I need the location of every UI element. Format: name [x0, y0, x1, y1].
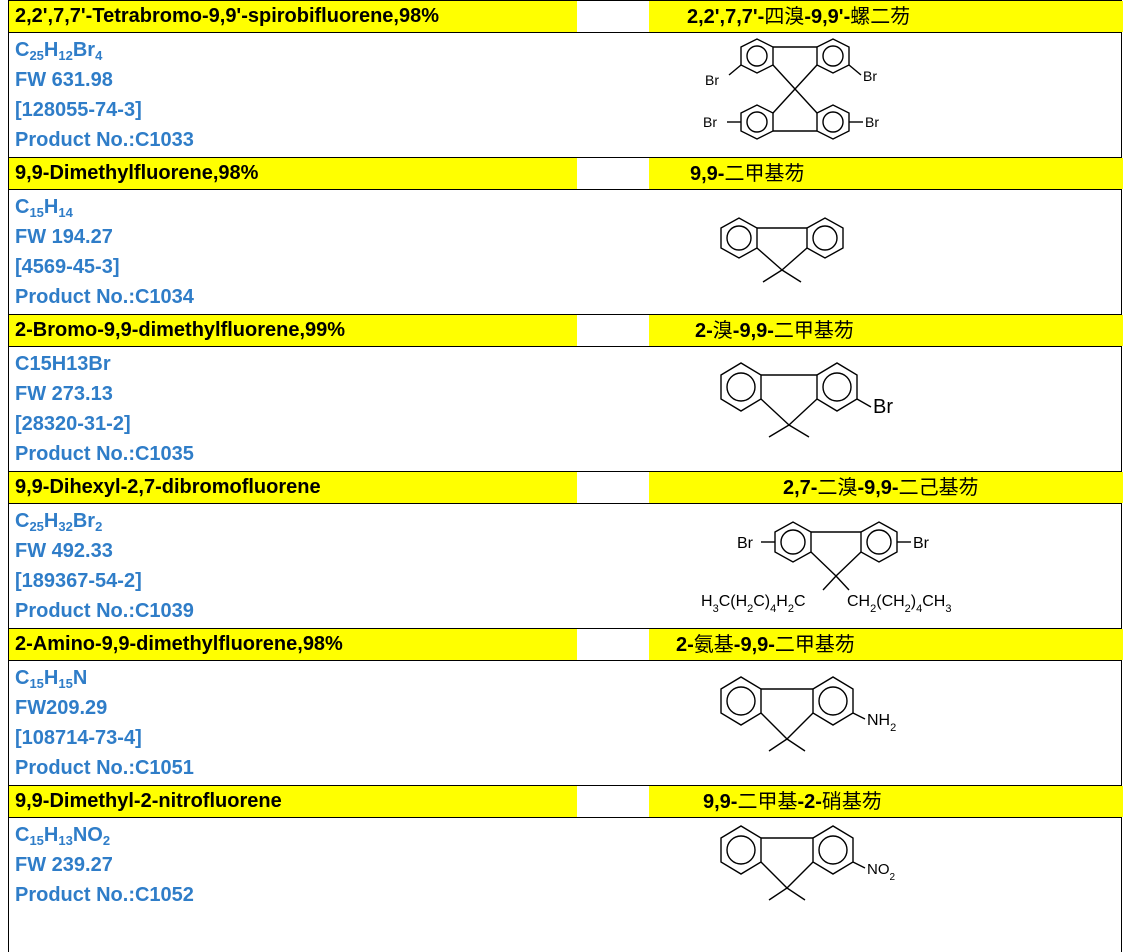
product-detail-row: C25H32Br2 FW 492.33 [189367-54-2] Produc… — [8, 503, 1122, 628]
structure-diagram-dimethylnitrofluorene: NO2 — [720, 825, 896, 901]
amino-label: NH2 — [867, 712, 896, 734]
chinese-name-highlight — [649, 1, 1123, 32]
product-number: Product No.:C1052 — [15, 884, 194, 906]
chinese-name-highlight — [649, 158, 1123, 189]
cas-number: [128055-74-3] — [15, 99, 142, 121]
hexyl-label: H3C(H2C)4H2C — [701, 593, 806, 615]
product-entry: 9,9-Dihexyl-2,7-dibromofluorene 2,7-二溴-9… — [8, 471, 1123, 628]
product-detail-row: C25H12Br4 FW 631.98 [128055-74-3] Produc… — [8, 32, 1122, 157]
cas-number: [4569-45-3] — [15, 256, 120, 278]
chinese-name-highlight — [649, 472, 1123, 503]
nitro-label: NO2 — [867, 861, 896, 883]
bromo-label: Br — [863, 68, 877, 84]
chinese-name-highlight — [649, 629, 1123, 660]
formula-weight: FW 194.27 — [15, 226, 113, 248]
product-number: Product No.:C1034 — [15, 286, 194, 308]
name-highlight — [9, 786, 577, 817]
english-name: 2-Bromo-9,9-dimethylfluorene,99% — [15, 319, 346, 341]
name-highlight — [9, 1, 577, 32]
chinese-name: 2-溴-9,9-二甲基芴 — [695, 318, 854, 342]
cas-number: [108714-73-4] — [15, 727, 142, 749]
structure-diagram-dimethylfluorene — [720, 217, 844, 283]
chinese-name-highlight — [649, 315, 1123, 346]
product-info: C25H12Br4 FW 631.98 [128055-74-3] Produc… — [15, 35, 194, 155]
english-name: 9,9-Dimethyl-2-nitrofluorene — [15, 790, 282, 812]
product-header-row: 9,9-Dihexyl-2,7-dibromofluorene 2,7-二溴-9… — [8, 471, 1123, 503]
english-name: 9,9-Dimethylfluorene,98% — [15, 162, 259, 184]
product-entry: 2-Amino-9,9-dimethylfluorene,98% 2-氨基-9,… — [8, 628, 1123, 785]
product-number: Product No.:C1035 — [15, 443, 194, 465]
molecular-formula: C15H13Br — [15, 353, 111, 375]
formula-weight: FW209.29 — [15, 697, 108, 719]
product-info: C15H13Br FW 273.13 [28320-31-2] Product … — [15, 349, 194, 469]
chinese-name: 9,9-二甲基-2-硝基芴 — [703, 789, 882, 813]
english-name: 2,2',7,7'-Tetrabromo-9,9'-spirobifluoren… — [15, 5, 440, 27]
product-info: C15H13NO2 FW 239.27 Product No.:C1052 — [15, 820, 194, 910]
product-header-row: 2-Amino-9,9-dimethylfluorene,98% 2-氨基-9,… — [8, 628, 1123, 660]
bromo-label: Br — [865, 114, 879, 130]
english-name: 2-Amino-9,9-dimethylfluorene,98% — [15, 633, 343, 655]
product-header-row: 2-Bromo-9,9-dimethylfluorene,99% 2-溴-9,9… — [8, 314, 1123, 346]
product-header-row: 9,9-Dimethyl-2-nitrofluorene 9,9-二甲基-2-硝… — [8, 785, 1123, 817]
bromo-label: Br — [913, 535, 930, 552]
product-detail-row: C15H13Br FW 273.13 [28320-31-2] Product … — [8, 346, 1122, 471]
structure-diagram-aminodimethylfluorene: NH2 — [720, 676, 896, 752]
formula-weight: FW 492.33 — [15, 540, 113, 562]
molecular-formula: C15H15N — [15, 667, 88, 691]
name-highlight — [9, 315, 577, 346]
molecular-formula: C25H32Br2 — [15, 510, 103, 534]
structure-diagram-spirobifluorene: Br Br Br Br — [703, 38, 879, 140]
product-entry: 2-Bromo-9,9-dimethylfluorene,99% 2-溴-9,9… — [8, 314, 1123, 471]
product-info: C25H32Br2 FW 492.33 [189367-54-2] Produc… — [15, 506, 194, 626]
product-number: Product No.:C1051 — [15, 757, 194, 779]
hexyl-label: CH2(CH2)4CH3 — [847, 593, 951, 615]
chinese-name: 9,9-二甲基芴 — [690, 161, 805, 185]
product-header-row: 2,2',7,7'-Tetrabromo-9,9'-spirobifluoren… — [8, 0, 1123, 32]
bromo-label: Br — [873, 396, 893, 418]
structure-diagram-dihexyldibromofluorene: Br Br H3C(H2C)4H2C CH2(CH2)4CH3 — [701, 521, 951, 615]
molecular-formula: C15H14 — [15, 196, 73, 220]
product-number: Product No.:C1039 — [15, 600, 194, 622]
structure-diagram-bromodimethylfluorene: Br — [720, 362, 893, 438]
product-header-row: 9,9-Dimethylfluorene,98% 9,9-二甲基芴 — [8, 157, 1123, 189]
product-info: C15H14 FW 194.27 [4569-45-3] Product No.… — [15, 192, 194, 312]
formula-weight: FW 631.98 — [15, 69, 113, 91]
product-number: Product No.:C1033 — [15, 129, 194, 151]
name-highlight — [9, 472, 577, 503]
product-detail-row: C15H13NO2 FW 239.27 Product No.:C1052 NO… — [8, 817, 1122, 952]
product-entry: 9,9-Dimethyl-2-nitrofluorene 9,9-二甲基-2-硝… — [8, 785, 1123, 952]
name-highlight — [9, 158, 577, 189]
molecular-formula: C15H13NO2 — [15, 824, 111, 848]
product-entry: 9,9-Dimethylfluorene,98% 9,9-二甲基芴 C15H14… — [8, 157, 1123, 314]
cas-number: [189367-54-2] — [15, 570, 142, 592]
chinese-name: 2,2',7,7'-四溴-9,9'-螺二芴 — [687, 4, 911, 28]
product-detail-row: C15H15N FW209.29 [108714-73-4] Product N… — [8, 660, 1122, 785]
formula-weight: FW 273.13 — [15, 383, 113, 405]
chinese-name: 2,7-二溴-9,9-二己基芴 — [783, 475, 979, 499]
molecular-formula: C25H12Br4 — [15, 39, 103, 63]
chinese-name-highlight — [649, 786, 1123, 817]
bromo-label: Br — [737, 535, 754, 552]
product-entry: 2,2',7,7'-Tetrabromo-9,9'-spirobifluoren… — [8, 0, 1123, 157]
cas-number: [28320-31-2] — [15, 413, 131, 435]
bromo-label: Br — [703, 114, 717, 130]
product-detail-row: C15H14 FW 194.27 [4569-45-3] Product No.… — [8, 189, 1122, 314]
chinese-name: 2-氨基-9,9-二甲基芴 — [676, 632, 855, 656]
name-highlight — [9, 629, 577, 660]
product-info: C15H15N FW209.29 [108714-73-4] Product N… — [15, 663, 194, 783]
bromo-label: Br — [705, 72, 719, 88]
product-catalog-table: 2,2',7,7'-Tetrabromo-9,9'-spirobifluoren… — [8, 0, 1123, 952]
english-name: 9,9-Dihexyl-2,7-dibromofluorene — [15, 476, 321, 498]
formula-weight: FW 239.27 — [15, 854, 113, 876]
